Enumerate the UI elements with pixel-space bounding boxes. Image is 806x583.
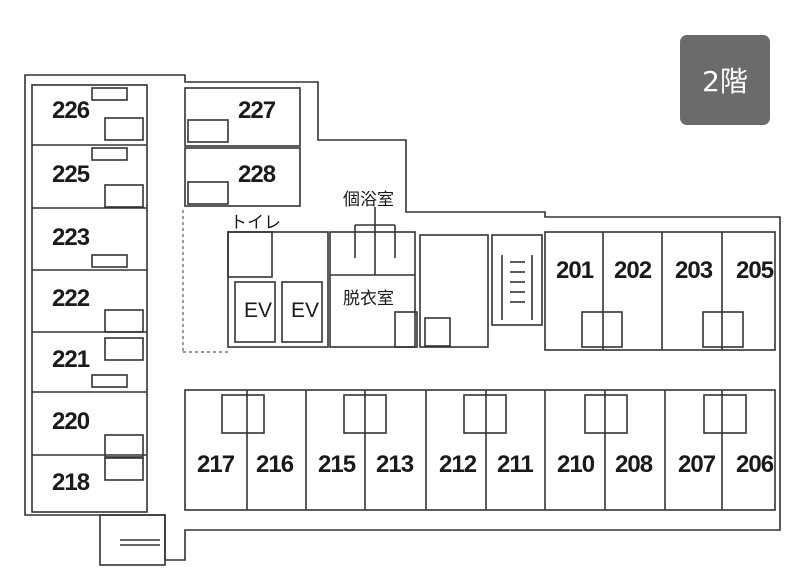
room-215-label: 215 xyxy=(318,451,356,478)
core-block xyxy=(227,231,329,348)
outer-wall xyxy=(24,74,781,561)
room-218-label: 218 xyxy=(52,469,90,496)
room-205-label: 205 xyxy=(736,257,774,284)
elevator-2-label: EV xyxy=(291,299,319,322)
room-223-label: 223 xyxy=(52,224,90,251)
upper-right-block xyxy=(544,231,776,351)
room-222-label: 222 xyxy=(52,285,90,312)
room-226-label: 226 xyxy=(52,97,90,124)
room-227-block xyxy=(184,87,301,147)
room-217-label: 217 xyxy=(197,451,235,478)
room-211-label: 211 xyxy=(497,451,533,478)
floor-badge: 2階 xyxy=(680,35,770,125)
private-bath-label: 個浴室 xyxy=(343,190,394,210)
floor-badge-label: 2階 xyxy=(702,65,748,98)
changing-room-label: 脱衣室 xyxy=(343,289,394,309)
room-220-label: 220 xyxy=(52,408,90,435)
room-227-label: 227 xyxy=(238,97,276,124)
room-228-label: 228 xyxy=(238,161,276,188)
room-210-label: 210 xyxy=(557,451,595,478)
bath-block xyxy=(329,231,416,348)
room-206-label: 206 xyxy=(736,451,774,478)
room-207-label: 207 xyxy=(678,451,716,478)
toilet-label: トイレ xyxy=(230,213,281,233)
room-228-block xyxy=(184,147,301,207)
room-203-label: 203 xyxy=(675,257,713,284)
staircase xyxy=(491,234,543,326)
room-201-label: 201 xyxy=(556,257,594,284)
room-213-label: 213 xyxy=(376,451,414,478)
room-208-label: 208 xyxy=(615,451,653,478)
elevator-1-label: EV xyxy=(244,299,272,322)
room-202-label: 202 xyxy=(614,257,652,284)
room-221-label: 221 xyxy=(52,346,90,373)
left-wing-block xyxy=(31,84,148,513)
room-212-label: 212 xyxy=(439,451,477,478)
room-216-label: 216 xyxy=(256,451,294,478)
bottom-row-block xyxy=(184,389,776,511)
room-225-label: 225 xyxy=(52,161,90,188)
exterior-stair xyxy=(99,514,166,566)
